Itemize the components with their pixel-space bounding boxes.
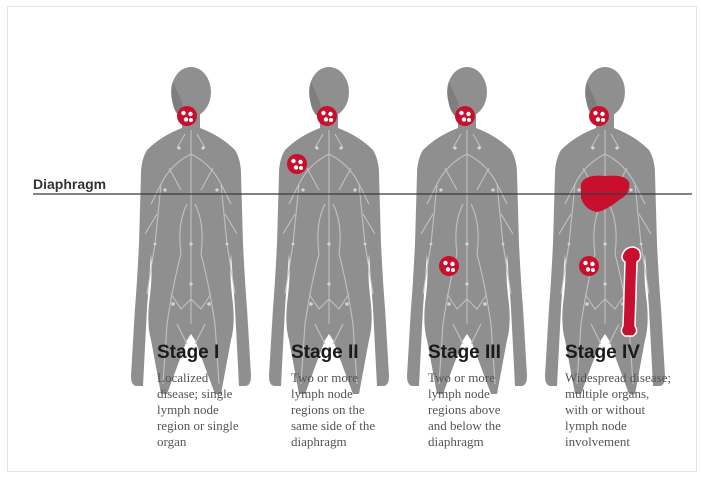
stage-2-desc-line: diaphragm: [291, 434, 399, 450]
stage-2-caption: Stage II Two or more lymph node regions …: [291, 342, 421, 450]
stage-4-desc-line: involvement: [565, 434, 691, 450]
stage-4-desc-line: with or without: [565, 402, 691, 418]
stage-3-groin-node: [439, 256, 459, 276]
stage-3-desc-line: diaphragm: [428, 434, 536, 450]
stage-1-caption: Stage I Localized disease; single lymph …: [157, 342, 287, 450]
stage-2-armpit-node: [287, 154, 307, 174]
stage-3-desc-line: Two or more: [428, 370, 536, 386]
stage-2-desc-line: regions on the: [291, 402, 399, 418]
diaphragm-label: Diaphragm: [33, 176, 106, 192]
stage-1-desc-line: Localized: [157, 370, 265, 386]
stage-3-desc-line: regions above: [428, 402, 536, 418]
stage-4-description: Widespread disease; multiple organs, wit…: [565, 370, 691, 450]
stage-1-title: Stage I: [157, 342, 287, 364]
stage-2-desc-line: Two or more: [291, 370, 399, 386]
stage-4-desc-line: Widespread disease;: [565, 370, 691, 386]
stage-2-desc-line: same side of the: [291, 418, 399, 434]
stage-2-description: Two or more lymph node regions on the sa…: [291, 370, 399, 450]
stage-1-desc-line: lymph node: [157, 402, 265, 418]
stage-2-neck-node: [317, 106, 337, 126]
stage-4-desc-line: multiple organs,: [565, 386, 691, 402]
stage-3-neck-node: [455, 106, 475, 126]
stage-3-caption: Stage III Two or more lymph node regions…: [428, 342, 558, 450]
stage-3-description: Two or more lymph node regions above and…: [428, 370, 536, 450]
stage-3-title: Stage III: [428, 342, 558, 364]
stage-1-desc-line: region or single: [157, 418, 265, 434]
stage-3-desc-line: lymph node: [428, 386, 536, 402]
stage-1-desc-line: organ: [157, 434, 265, 450]
stage-4-title: Stage IV: [565, 342, 695, 364]
stage-2-desc-line: lymph node: [291, 386, 399, 402]
stage-4-desc-line: lymph node: [565, 418, 691, 434]
stage-4-neck-node: [589, 106, 609, 126]
stage-1-neck-node: [177, 106, 197, 126]
stage-4-groin-node: [579, 256, 599, 276]
stage-3-desc-line: and below the: [428, 418, 536, 434]
stage-1-desc-line: disease; single: [157, 386, 265, 402]
stage-2-title: Stage II: [291, 342, 421, 364]
stage-1-description: Localized disease; single lymph node reg…: [157, 370, 265, 450]
stage-4-caption: Stage IV Widespread disease; multiple or…: [565, 342, 695, 450]
